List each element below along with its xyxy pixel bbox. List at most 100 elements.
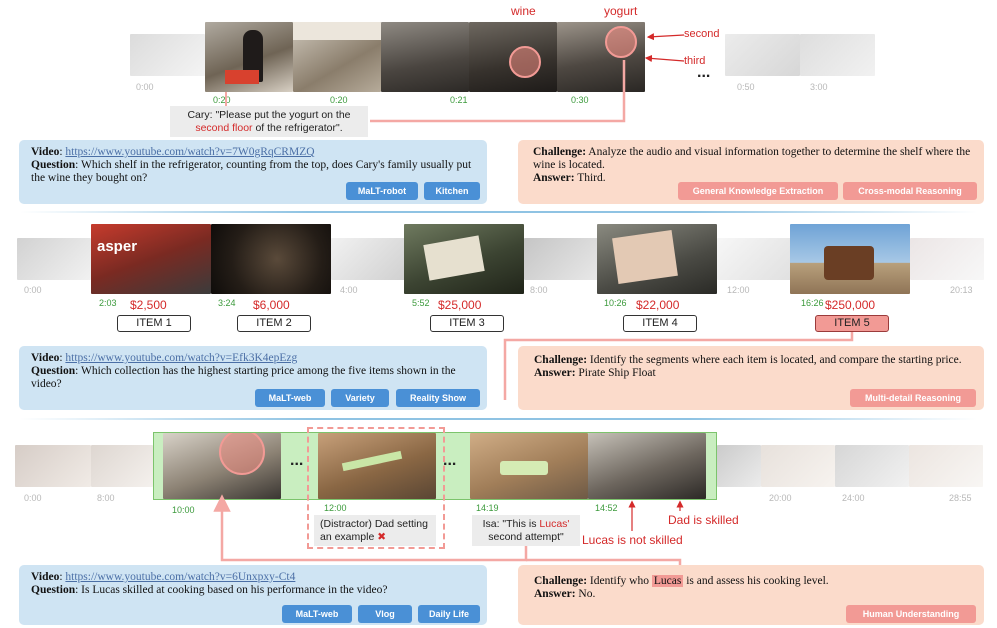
cross-icon: ✖	[377, 531, 387, 543]
divider	[20, 418, 977, 420]
video-frame	[17, 238, 91, 280]
third-label: third	[684, 55, 706, 67]
video-frame-fridge-1	[381, 22, 469, 92]
question-box: Video: https://www.youtube.com/watch?v=6…	[19, 565, 487, 625]
timestamp: 3:00	[810, 82, 828, 92]
video-frame-cooking-1	[163, 433, 281, 499]
tag-cross-modal[interactable]: Cross-modal Reasoning	[843, 182, 977, 200]
video-frame	[717, 445, 761, 487]
video-frame	[331, 238, 405, 280]
timestamp: 0:20	[330, 95, 348, 105]
price-item-3: $25,000	[438, 298, 482, 312]
item-5-label: ITEM 5	[815, 315, 889, 332]
video-frame-kitchen-2	[293, 22, 381, 92]
video-link[interactable]: https://www.youtube.com/watch?v=7W0gRqCR…	[65, 146, 315, 158]
video-link[interactable]: https://www.youtube.com/watch?v=Efk3K4ep…	[65, 352, 298, 364]
timestamp: 5:52	[412, 298, 430, 308]
timestamp: 28:55	[949, 493, 972, 503]
tag-malt-web[interactable]: MaLT-web	[255, 389, 325, 407]
timestamp: 8:00	[530, 285, 548, 295]
tag-malt-robot[interactable]: MaLT-robot	[346, 182, 418, 200]
item-1-label: ITEM 1	[117, 315, 191, 332]
video-frame	[761, 445, 835, 487]
dad-skilled-label: Dad is skilled	[668, 513, 739, 527]
video-frame-item-1: asper	[91, 224, 211, 294]
tag-multi-detail[interactable]: Multi-detail Reasoning	[850, 389, 976, 407]
tag-kitchen[interactable]: Kitchen	[424, 182, 480, 200]
timestamp: 10:00	[172, 505, 195, 515]
tag-variety[interactable]: Variety	[331, 389, 389, 407]
item-4-label: ITEM 4	[623, 315, 697, 332]
ellipsis: ...	[290, 452, 304, 469]
timestamp: 20:13	[950, 285, 973, 295]
timestamp: 16:26	[801, 298, 824, 308]
video-frame-fridge-yogurt	[557, 22, 645, 92]
yogurt-label: yogurt	[604, 4, 638, 18]
ellipsis: ...	[697, 64, 711, 81]
timestamp: 14:19	[476, 503, 499, 513]
distractor-callout: (Distractor) Dad setting an example ✖	[314, 515, 436, 546]
video-frame	[130, 34, 205, 76]
video-frame	[717, 238, 791, 280]
video-frame-item-5	[790, 224, 910, 294]
cary-quote: Cary: "Please put the yogurt on the seco…	[170, 106, 368, 137]
timestamp: 12:00	[727, 285, 750, 295]
timestamp: 0:30	[571, 95, 589, 105]
tag-malt-web[interactable]: MaLT-web	[282, 605, 352, 623]
timestamp: 0:00	[24, 285, 42, 295]
arrows-shelf	[644, 33, 685, 63]
connector-lines	[225, 60, 626, 123]
distractor-region	[307, 427, 445, 549]
timestamp: 8:00	[97, 493, 115, 503]
item-2-label: ITEM 2	[237, 315, 311, 332]
tag-daily-life[interactable]: Daily Life	[418, 605, 480, 623]
video-frame-cutting-1	[318, 433, 436, 499]
tag-general-knowledge[interactable]: General Knowledge Extraction	[678, 182, 838, 200]
video-frame	[725, 34, 800, 76]
video-frame-kitchen-1	[205, 22, 293, 92]
timestamp: 14:52	[595, 503, 618, 513]
tag-reality-show[interactable]: Reality Show	[396, 389, 480, 407]
timestamp: 0:00	[24, 493, 42, 503]
timestamp: 20:00	[769, 493, 792, 503]
video-link[interactable]: https://www.youtube.com/watch?v=6Unxpxy-…	[65, 571, 296, 583]
isa-quote: Isa: "This is Lucas' second attempt"	[472, 515, 580, 546]
video-frame	[800, 34, 875, 76]
video-frame-item-3	[404, 224, 524, 294]
video-frame	[524, 238, 598, 280]
price-item-4: $22,000	[636, 298, 680, 312]
timestamp: 3:24	[218, 298, 236, 308]
timestamp: 10:26	[604, 298, 627, 308]
price-item-2: $6,000	[253, 298, 290, 312]
lucas-not-skilled-label: Lucas is not skilled	[582, 533, 683, 547]
divider	[20, 211, 977, 213]
timestamp: 0:20	[213, 95, 231, 105]
timestamp: 0:21	[450, 95, 468, 105]
video-frame	[909, 445, 983, 487]
video-frame	[91, 445, 153, 487]
wine-label: wine	[511, 4, 536, 18]
video-frame	[910, 238, 984, 280]
video-frame-cooking-2	[588, 433, 706, 499]
tag-human-understanding[interactable]: Human Understanding	[846, 605, 976, 623]
video-frame	[835, 445, 909, 487]
lucas-highlight: Lucas	[651, 575, 684, 587]
second-label: second	[684, 28, 720, 40]
video-frame-fridge-wine	[469, 22, 557, 92]
price-item-1: $2,500	[130, 298, 167, 312]
connector-lines	[503, 332, 854, 400]
timestamp: 24:00	[842, 493, 865, 503]
video-frame	[15, 445, 91, 487]
ellipsis: ...	[443, 452, 457, 469]
price-item-5: $250,000	[825, 298, 876, 312]
video-frame-item-2	[211, 224, 331, 294]
timestamp: 0:50	[737, 82, 755, 92]
tag-vlog[interactable]: Vlog	[358, 605, 412, 623]
timestamp: 2:03	[99, 298, 117, 308]
timestamp: 0:00	[136, 82, 154, 92]
video-frame-cutting-2	[470, 433, 588, 499]
video-frame-item-4	[597, 224, 717, 294]
item-3-label: ITEM 3	[430, 315, 504, 332]
timestamp: 4:00	[340, 285, 358, 295]
